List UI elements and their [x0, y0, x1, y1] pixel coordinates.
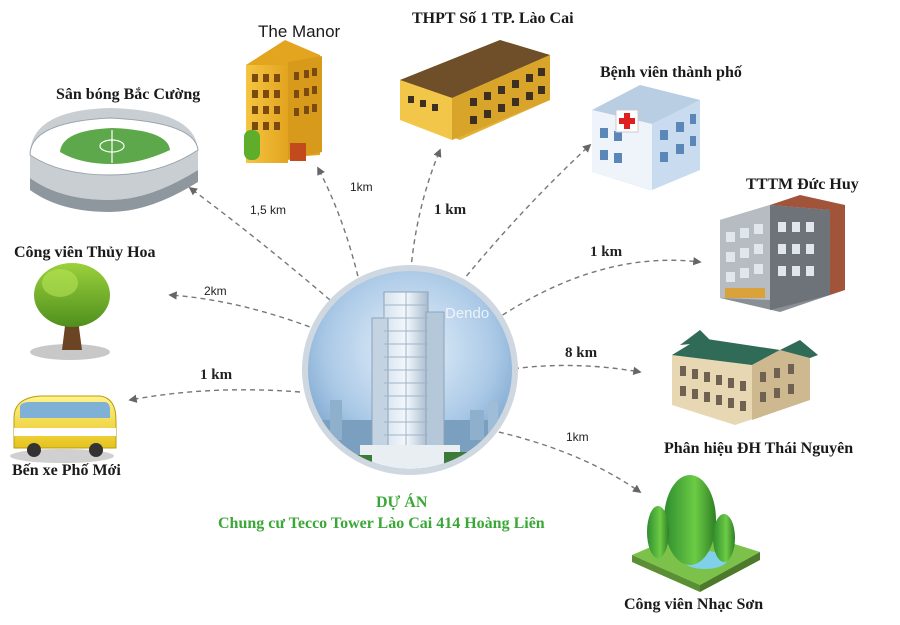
label-cong-vien-nhac-son: Công viên Nhạc Sơn	[624, 596, 764, 613]
label-thpt: THPT Số 1 TP. Lào Cai	[412, 10, 574, 27]
connector-nhac-son	[489, 429, 642, 493]
distance-phan-hieu: 8 km	[565, 345, 598, 361]
distance-nhac-son: 1km	[566, 430, 589, 444]
label-the-manor: The Manor	[258, 22, 341, 41]
tree-icon	[30, 263, 110, 360]
label-tttm: TTTM Đức Huy	[746, 176, 859, 193]
distance-ben-xe: 1 km	[200, 367, 233, 383]
label-ben-xe: Bến xe Phố Mới	[12, 462, 121, 479]
distance-san-bong: 1,5 km	[250, 203, 287, 217]
connector-phan-hieu	[504, 364, 642, 376]
hospital-icon	[592, 85, 700, 190]
connectors	[128, 143, 702, 493]
distance-tttm: 1 km	[590, 244, 623, 260]
distance-thuy-hoa: 2km	[204, 284, 227, 298]
label-phan-hieu: Phân hiệu ĐH Thái Nguyên	[664, 440, 854, 457]
label-benh-vien: Bệnh viên thành phố	[600, 64, 742, 81]
bus-icon	[10, 395, 117, 463]
connector-san-bong	[188, 186, 331, 301]
project-name: Chung cư Tecco Tower Lào Cai 414 Hoàng L…	[218, 515, 545, 532]
university-icon	[672, 330, 818, 425]
school-icon	[400, 40, 550, 140]
park-icon	[632, 475, 760, 592]
mall-icon	[720, 195, 845, 312]
connector-ben-xe	[128, 389, 301, 403]
connector-thuy-hoa	[168, 291, 319, 331]
connector-thpt	[409, 148, 442, 281]
distance-thpt: 1 km	[434, 202, 467, 218]
watermark-text: Dendo	[445, 305, 489, 322]
connector-the-manor	[317, 166, 361, 286]
project-image: Dendo	[302, 265, 518, 475]
stadium-icon	[29, 108, 199, 212]
connector-benh-vien	[454, 143, 592, 291]
connector-tttm	[494, 257, 702, 321]
the-manor-icon	[244, 40, 322, 163]
project-heading: DỰ ÁN	[376, 494, 428, 511]
label-san-bong: Sân bóng Bắc Cường	[56, 86, 201, 103]
label-cong-vien-thuy-hoa: Công viên Thủy Hoa	[14, 244, 156, 261]
distance-the-manor: 1km	[350, 180, 373, 194]
